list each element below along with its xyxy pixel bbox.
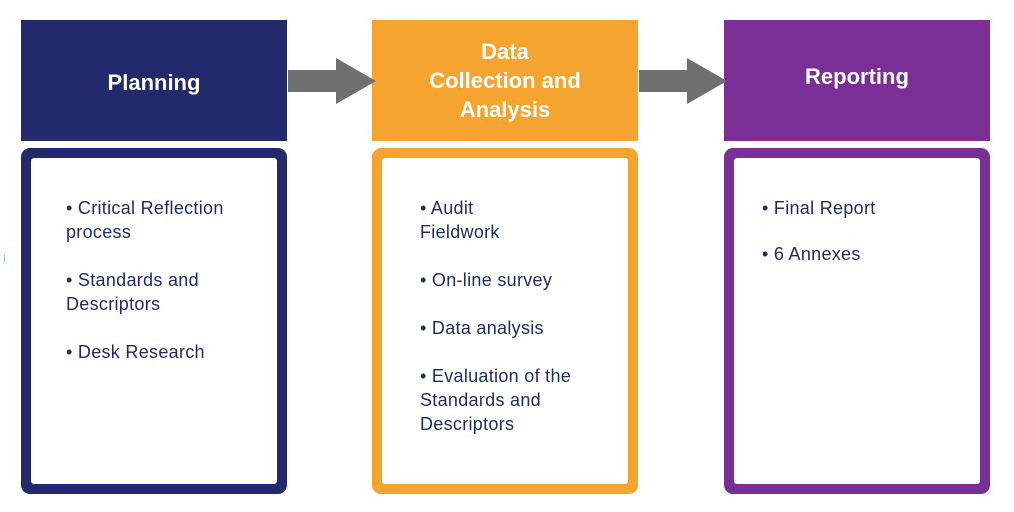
- list-item: • Final Report: [762, 198, 876, 218]
- arrow-2-shape: [639, 58, 727, 104]
- reporting-panel-inner: • Final Report • 6 Annexes: [734, 158, 980, 484]
- planning-item-list: • Critical Reflection process • Standard…: [66, 196, 253, 364]
- list-item: • Standards and Descriptors: [66, 270, 199, 314]
- edge-mark: [4, 254, 5, 263]
- planning-title: Planning: [107, 70, 201, 95]
- arrow-1-shape: [288, 58, 376, 104]
- list-item: • Desk Research: [66, 342, 205, 362]
- planning-header: Planning: [21, 20, 287, 141]
- list-item: • Critical Reflection process: [66, 198, 224, 242]
- data-collection-title-line-1: Data: [481, 39, 529, 64]
- reporting-header: Reporting: [724, 20, 990, 141]
- data-collection-item-list: • Audit Fieldwork • On-line survey • Dat…: [420, 196, 604, 436]
- arrow-right-icon: [288, 58, 376, 104]
- reporting-title: Reporting: [805, 64, 909, 89]
- planning-panel: • Critical Reflection process • Standard…: [21, 148, 287, 494]
- list-item: • Data analysis: [420, 318, 544, 338]
- data-collection-panel-inner: • Audit Fieldwork • On-line survey • Dat…: [382, 158, 628, 484]
- reporting-item-list: • Final Report • 6 Annexes: [762, 196, 956, 266]
- list-item: • Evaluation of the Standards and Descri…: [420, 366, 572, 434]
- list-item: • 6 Annexes: [762, 244, 861, 264]
- data-collection-title-line-3: Analysis: [459, 97, 551, 122]
- list-item: • Audit Fieldwork: [420, 198, 500, 242]
- data-collection-header: Data Collection and Analysis: [372, 20, 638, 141]
- list-item: • On-line survey: [420, 270, 553, 290]
- data-collection-title-line-2: Collection and: [429, 68, 581, 93]
- planning-panel-inner: • Critical Reflection process • Standard…: [31, 158, 277, 484]
- reporting-panel: • Final Report • 6 Annexes: [724, 148, 990, 494]
- arrow-right-icon: [639, 58, 727, 104]
- data-collection-panel: • Audit Fieldwork • On-line survey • Dat…: [372, 148, 638, 494]
